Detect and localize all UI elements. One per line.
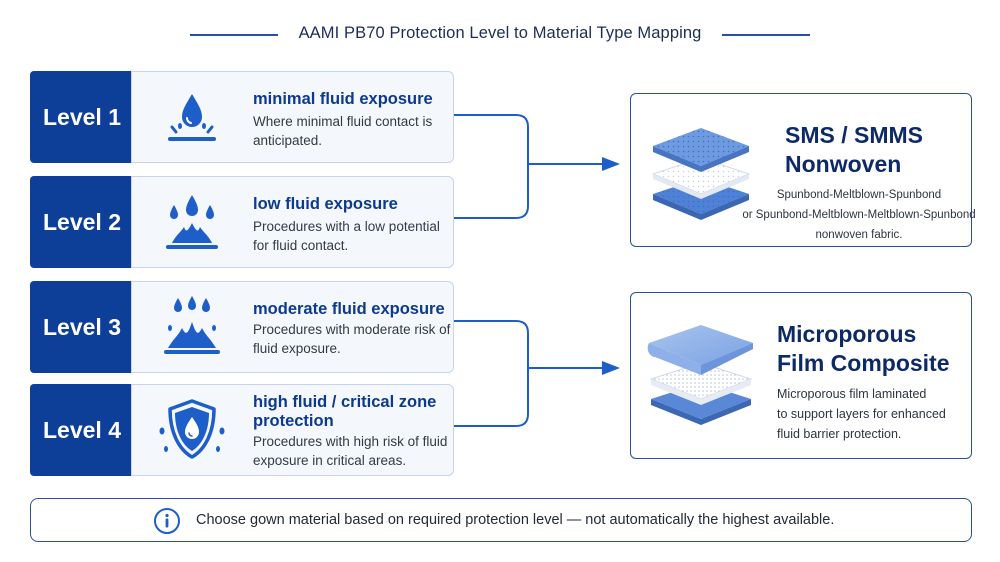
material-desc-line: or Spunbond-Meltblown-Meltblown-Spunbond xyxy=(742,209,976,221)
level-tab: Level 1 xyxy=(30,71,134,163)
header: AAMI PB70 Protection Level to Material T… xyxy=(0,22,1000,46)
level-description: Where minimal fluid contact is anticipat… xyxy=(253,114,433,148)
arrowhead-bottom xyxy=(602,361,620,375)
material-desc-line: Microporous film laminated xyxy=(777,387,927,401)
note-text: Choose gown material based on required p… xyxy=(196,512,835,528)
droplets-splash-icon xyxy=(166,195,218,249)
level-card: high fluid / critical zone protection Pr… xyxy=(131,384,454,476)
arrowhead-top xyxy=(602,157,620,171)
connector-bracket-top xyxy=(454,114,529,219)
material-description: Microporous film laminated to support la… xyxy=(777,384,971,444)
level-card: moderate fluid exposure Procedures with … xyxy=(131,281,454,373)
level-description: Procedures with moderate risk of fluid e… xyxy=(253,322,451,356)
layered-film-composite-icon xyxy=(647,325,753,425)
level-heading: moderate fluid exposure xyxy=(253,300,445,318)
material-title-line: Film Composite xyxy=(777,350,950,376)
level-tab: Level 3 xyxy=(30,281,134,373)
level-description: Procedures with high risk of fluid expos… xyxy=(253,434,448,468)
level-description: Procedures with a low potential for flui… xyxy=(253,219,440,253)
single-droplet-splash-icon xyxy=(168,94,216,141)
level-heading: low fluid exposure xyxy=(253,195,398,213)
material-desc-line: Spunbond-Meltblown-Spunbond xyxy=(776,189,942,201)
level-row-2: Level 2 low fluid exposure Procedures wi… xyxy=(30,176,454,268)
level-row-3: Level 3 moderate fluid exposure Procedur… xyxy=(30,281,454,373)
level-tab: Level 2 xyxy=(30,176,134,268)
material-description: Spunbond-Meltblown-Spunbond or Spunbond-… xyxy=(742,185,975,245)
guidance-note: Choose gown material based on required p… xyxy=(30,498,972,542)
material-card-microporous: Microporous Film Composite Microporous f… xyxy=(630,292,972,459)
material-title-line: Microporous xyxy=(777,321,917,347)
multiple-droplets-splash-icon xyxy=(164,296,220,354)
material-desc-line: nonwoven fabric. xyxy=(815,229,903,241)
material-title: SMS / SMMS Nonwoven xyxy=(785,121,923,179)
level-row-1: Level 1 minimal fluid exposure Where min… xyxy=(30,71,454,163)
level-card: minimal fluid exposure Where minimal flu… xyxy=(131,71,454,163)
material-card-sms: SMS / SMMS Nonwoven Spunbond-Meltblown-S… xyxy=(630,93,976,247)
title-rule-left xyxy=(190,34,278,36)
shield-droplet-icon xyxy=(159,399,225,459)
material-title: Microporous Film Composite xyxy=(777,320,950,378)
level-heading: minimal fluid exposure xyxy=(253,90,433,108)
connector-bracket-bottom xyxy=(454,320,529,427)
level-tab: Level 4 xyxy=(30,384,134,476)
material-desc-line: fluid barrier protection. xyxy=(777,427,902,441)
title-rule-right xyxy=(722,34,810,36)
level-card: low fluid exposure Procedures with a low… xyxy=(131,176,454,268)
material-title-line: SMS / SMMS xyxy=(785,122,924,148)
material-title-line: Nonwoven xyxy=(785,151,902,177)
page-title: AAMI PB70 Protection Level to Material T… xyxy=(298,24,702,42)
level-row-4: Level 4 high fluid / critical zone prote… xyxy=(30,384,454,476)
layered-nonwoven-icon xyxy=(651,128,751,220)
material-desc-line: to support layers for enhanced xyxy=(777,407,946,421)
level-heading: high fluid / critical zone protection xyxy=(253,393,437,430)
info-icon xyxy=(154,508,180,534)
